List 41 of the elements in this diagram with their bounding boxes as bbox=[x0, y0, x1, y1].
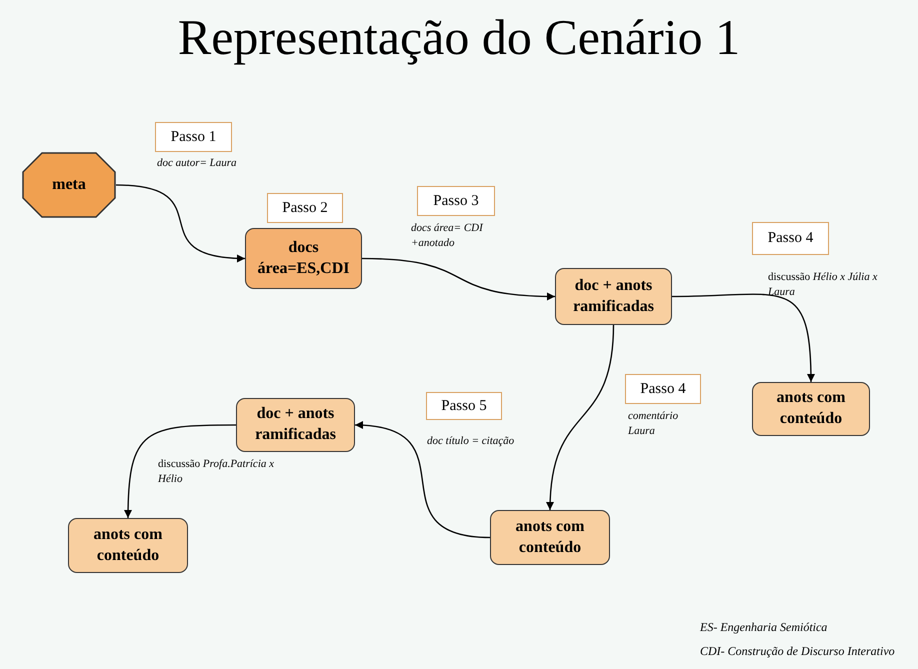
step-box bbox=[752, 222, 829, 255]
process-box bbox=[752, 382, 870, 436]
node-label: Passo 2 bbox=[282, 200, 328, 216]
arrow bbox=[354, 422, 490, 538]
process-box bbox=[68, 518, 188, 573]
node-label: anots com conteúdo bbox=[92, 524, 164, 566]
edge-label: comentário Laura bbox=[628, 409, 680, 439]
step-box bbox=[155, 122, 232, 152]
edge-label: discussão Profa.Patrícia x Hélio bbox=[158, 457, 276, 487]
process-box bbox=[245, 228, 362, 289]
process-box bbox=[490, 510, 610, 565]
node-label: Passo 4 bbox=[768, 230, 814, 247]
edge-label: discussão Hélio x Júlia x Laura bbox=[768, 270, 878, 300]
diagram-title: Representação do Cenário 1 bbox=[176, 8, 742, 66]
node-label: Passo 5 bbox=[441, 398, 487, 414]
node-label: anots com conteúdo bbox=[514, 516, 586, 558]
step-box bbox=[267, 193, 343, 223]
arrow bbox=[124, 424, 236, 518]
process-box bbox=[555, 268, 672, 325]
node-label: meta bbox=[52, 176, 86, 194]
abbreviation-note: ES- Engenharia Semiótica bbox=[700, 620, 828, 635]
arrow bbox=[546, 324, 614, 510]
edge-label: doc título = citação bbox=[427, 434, 516, 449]
step-box bbox=[426, 392, 502, 420]
arrow bbox=[362, 258, 556, 300]
node-label: doc + anots ramificadas bbox=[254, 404, 337, 445]
process-box bbox=[236, 398, 355, 452]
step-box bbox=[417, 186, 495, 216]
arrow bbox=[116, 184, 246, 262]
node-label: Passo 3 bbox=[433, 192, 479, 210]
edge-label: doc autor= Laura bbox=[157, 156, 238, 171]
node-label: docs área=ES,CDI bbox=[256, 238, 350, 278]
step-box bbox=[625, 374, 701, 404]
node-label: Passo 1 bbox=[170, 128, 216, 146]
node-label: doc + anots ramificadas bbox=[572, 276, 655, 316]
arrow bbox=[672, 294, 815, 382]
goal-octagon bbox=[22, 152, 116, 218]
edge-label: docs área= CDI +anotado bbox=[411, 221, 484, 251]
node-label: Passo 4 bbox=[640, 380, 686, 398]
node-label: anots com conteúdo bbox=[776, 388, 846, 429]
abbreviation-note: CDI- Construção de Discurso Interativo bbox=[700, 644, 895, 659]
